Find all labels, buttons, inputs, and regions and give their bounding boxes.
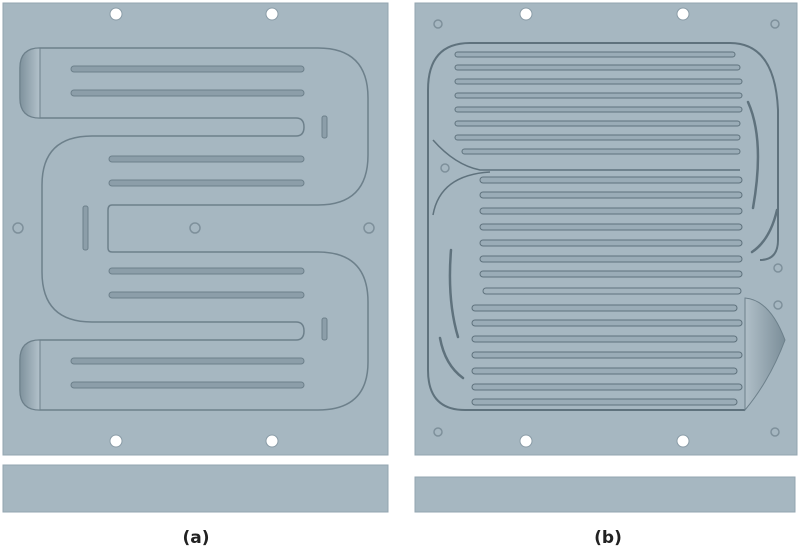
locating-pin [433, 19, 443, 29]
outlet-cone [744, 297, 786, 412]
panel-a-plate [2, 2, 389, 456]
panel-b-caption: (b) [594, 528, 622, 548]
locating-pin [189, 222, 201, 234]
locating-pin [12, 222, 24, 234]
channel-ribs [70, 65, 328, 389]
locating-pin [770, 427, 780, 437]
panel-a-caption: (a) [182, 528, 210, 548]
locating-pin [363, 222, 375, 234]
mounting-hole [265, 7, 279, 21]
mounting-hole [265, 434, 279, 448]
inlet-cap [19, 47, 41, 119]
mounting-hole [676, 7, 690, 21]
inlet-manifold [432, 139, 740, 216]
channels-top [454, 51, 743, 155]
flow-field-outline [427, 42, 779, 411]
mounting-hole [109, 7, 123, 21]
panel-b-side-view [414, 476, 796, 513]
locating-pin [440, 163, 450, 173]
channels-middle [479, 176, 743, 295]
arc-baffles [438, 100, 779, 380]
panel-a-side-view [2, 464, 389, 513]
mounting-hole [519, 7, 533, 21]
mounting-hole [109, 434, 123, 448]
mounting-hole [519, 434, 533, 448]
locating-pin [433, 427, 443, 437]
panel-b-plate [414, 2, 798, 456]
outlet-cap [19, 339, 41, 411]
mounting-hole [676, 434, 690, 448]
locating-pin [773, 263, 783, 273]
channels-bottom [471, 304, 743, 406]
locating-pin [770, 19, 780, 29]
locating-pin [773, 300, 783, 310]
